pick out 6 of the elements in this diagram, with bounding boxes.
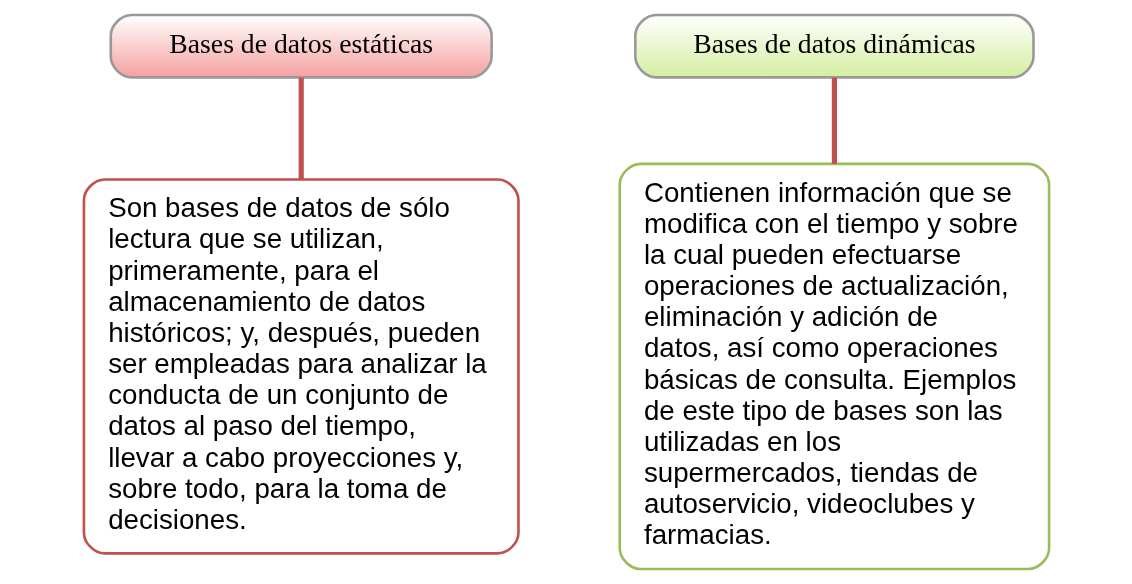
- node-box: Son bases de datos de sólo lectura que se utilizan, primeramente, para el almacenamiento de datos históricos; y, después, pueden ser empleadas para analizar la conducta de un conjunto de datos al paso del tiempo, llevar a cabo proyecciones y, sobre todo, para la toma de decisiones.: [82, 178, 520, 555]
- node-box: Bases de datos estáticas: [108, 13, 493, 79]
- node-box: Contienen información que se modifica con el tiempo y sobre la cual pueden efectuarse operaciones de actualización, eliminación y adición de datos, así como operaciones básicas de consulta. Ejemplos de este tipo de bases son las utilizadas en los supermercados, tiendas de autoservicio, videoclubes y farmacias.: [617, 162, 1050, 571]
- connector: [298, 77, 304, 180]
- node-box: Bases de datos dinámicas: [633, 13, 1035, 79]
- connector: [831, 77, 837, 164]
